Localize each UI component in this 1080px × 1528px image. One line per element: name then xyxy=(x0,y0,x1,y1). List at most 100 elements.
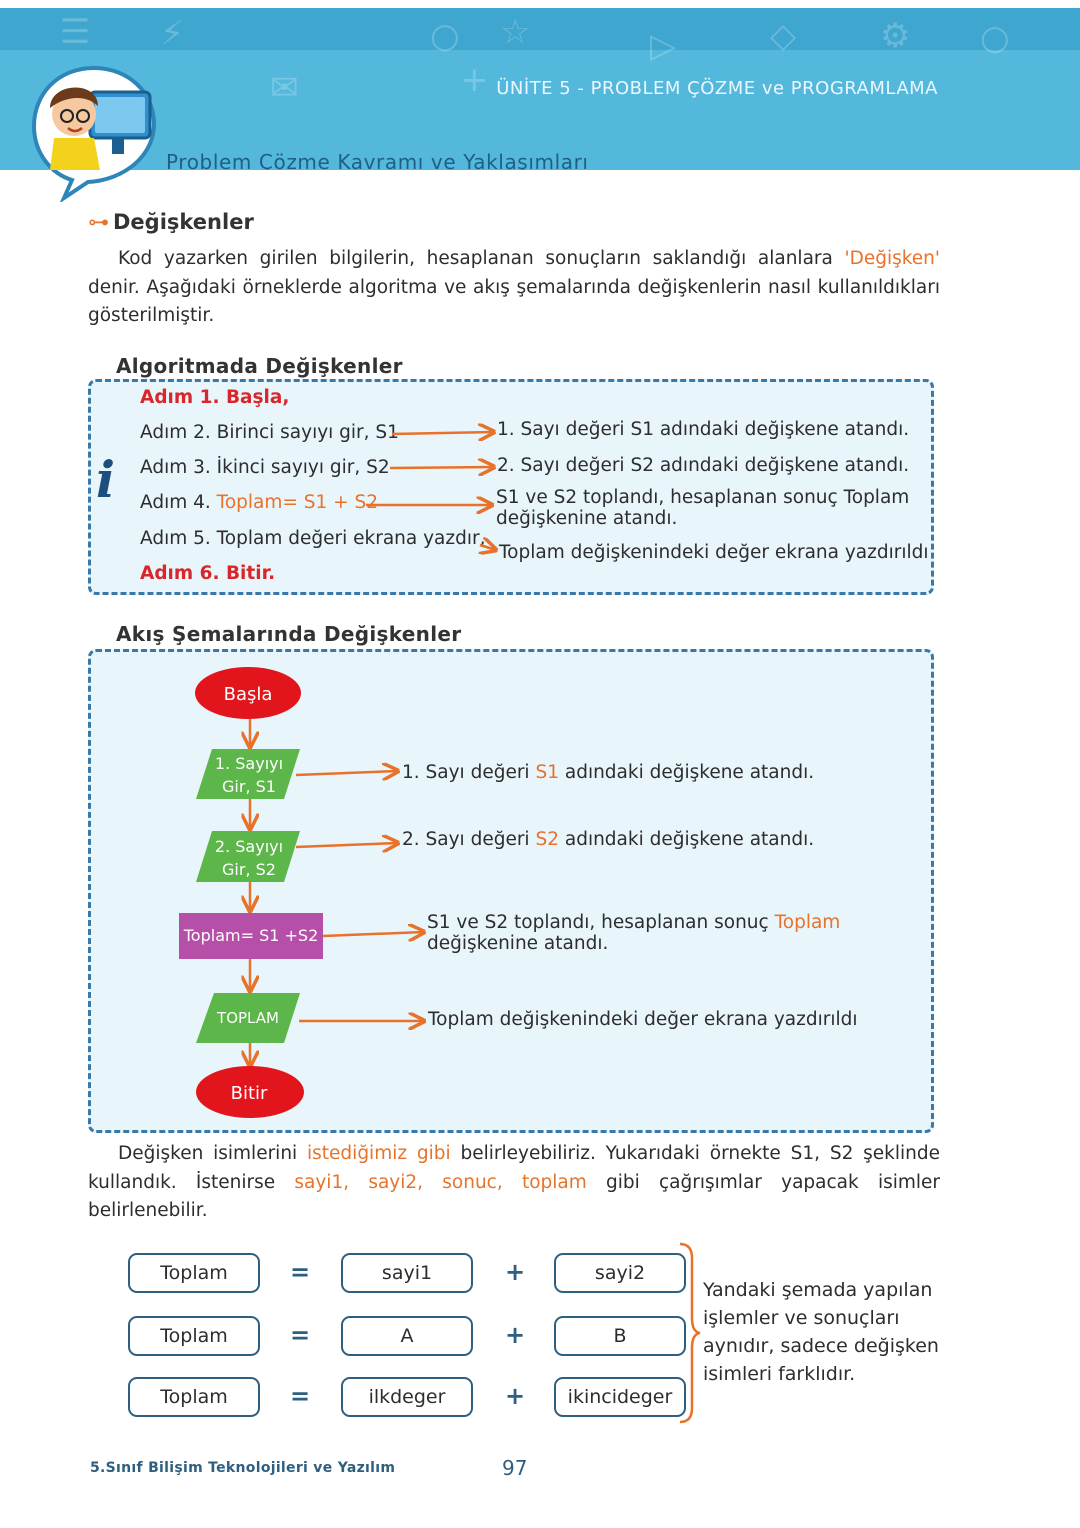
algo-step-2: Adım 2. Birinci sayıyı gir, S1 xyxy=(140,422,399,443)
flow-input-2 xyxy=(196,831,300,882)
flow-desc-1: 1. Sayı değeri S1 adındaki değişkene ata… xyxy=(402,762,814,783)
intro-paragraph: Kod yazarken girilen bilgilerin, hesapla… xyxy=(88,245,940,331)
eq-row-3-left: Toplam xyxy=(128,1377,260,1417)
algo-step-5: Adım 5. Toplam değeri ekrana yazdır, xyxy=(140,528,486,549)
flow-input-1-line-2: Gir, S1 xyxy=(222,777,276,796)
naming-paragraph: Değişken isimlerini istediğimiz gibi bel… xyxy=(88,1140,940,1226)
eq-row-1-a: sayi1 xyxy=(341,1253,473,1293)
side-note: Yandaki şemada yapılan işlemler ve sonuç… xyxy=(703,1279,939,1385)
flow-desc-1-b: adındaki değişkene atandı. xyxy=(558,762,815,783)
algo-step-4-prefix: Adım 4. xyxy=(140,492,217,513)
flow-process xyxy=(179,913,323,959)
eq-row-2-left: Toplam xyxy=(128,1316,260,1356)
naming-text-2: belirleyebiliriz. Yukarıdaki örnekte S1,… xyxy=(88,1143,941,1193)
flow-input-2-line-1: 2. Sayıyı xyxy=(215,837,283,856)
eq-row-3-equals: = xyxy=(290,1382,311,1410)
flow-input-1 xyxy=(196,749,300,799)
section-title: Problem Çözme Kavramı ve Yaklaşımları xyxy=(166,150,589,170)
eq-row-1-left: Toplam xyxy=(128,1253,260,1293)
flow-output xyxy=(196,993,300,1043)
flow-end-terminal xyxy=(196,1066,304,1118)
eq-row-1-plus: + xyxy=(505,1258,526,1286)
algorithm-arrows xyxy=(366,0,1080,620)
eq-row-2-a: A xyxy=(341,1316,473,1356)
circle-icon: ○ xyxy=(430,16,460,56)
flowchart-diagram: Başla 1. Sayıyı Gir, S1 2. Sayıyı Gir, S… xyxy=(179,667,1080,1118)
algo-desc-4-line-1: S1 ve S2 toplandı, hesaplanan sonuç Topl… xyxy=(496,487,910,508)
algo-arrow-5 xyxy=(480,545,496,550)
flow-desc-2-var: S2 xyxy=(535,829,559,850)
flow-arrow-3 xyxy=(322,932,424,936)
algo-desc-4: S1 ve S2 toplandı, hesaplanan sonuç Topl… xyxy=(496,487,909,529)
flow-arrow-1 xyxy=(295,771,398,775)
gear-icon: ⚙ xyxy=(880,16,911,56)
bag-icon: ◇ xyxy=(770,16,797,56)
intro-text-1: Kod yazarken girilen bilgilerin, hesapla… xyxy=(118,248,845,269)
flow-desc-2-b: adındaki değişkene atandı. xyxy=(558,829,815,850)
naming-text-1: Değişken isimlerini xyxy=(118,1143,308,1164)
flow-input-1-line-1: 1. Sayıyı xyxy=(215,754,283,773)
flowchart-title: Akış Şemalarında Değişkenler xyxy=(116,622,462,646)
play-icon: ▷ xyxy=(650,26,677,66)
algo-arrow-3 xyxy=(389,467,494,468)
flow-desc-3-a: S1 ve S2 toplandı, hesaplanan sonuç xyxy=(427,912,775,933)
flowchart-box xyxy=(88,649,934,1133)
header-top-strip xyxy=(0,8,1080,50)
intro-highlight: 'Değişken' xyxy=(844,248,940,269)
menu-icon: ☰ xyxy=(60,12,91,52)
intro-text-2: denir. Aşağıdaki örneklerde algoritma ve… xyxy=(88,276,940,327)
flow-desc-3: S1 ve S2 toplandı, hesaplanan sonuç Topl… xyxy=(427,912,840,954)
flow-process-label: Toplam= S1 +S2 xyxy=(183,926,319,945)
algo-desc-3: 2. Sayı değeri S2 adındaki değişkene ata… xyxy=(497,455,910,476)
lightning-icon: ⚡ xyxy=(160,14,184,54)
flow-output-label: TOPLAM xyxy=(216,1009,279,1027)
algorithm-title: Algoritmada Değişkenler xyxy=(116,354,403,378)
algo-step-4-formula: Toplam= S1 + S2 xyxy=(216,492,379,513)
algo-desc-2: 1. Sayı değeri S1 adındaki değişkene ata… xyxy=(497,419,910,440)
flow-start-terminal xyxy=(195,667,301,719)
eq-row-2-plus: + xyxy=(505,1321,526,1349)
algo-step-6: Adım 6. Bitir. xyxy=(140,563,276,584)
eq-row-2-equals: = xyxy=(290,1321,311,1349)
circle-icon: ○ xyxy=(980,18,1010,58)
algo-desc-4-line-2: değişkenine atandı. xyxy=(496,508,678,529)
plus-icon: + xyxy=(460,60,489,100)
flow-desc-3-b: değişkenine atandı. xyxy=(427,933,609,954)
eq-row-1-b: sayi2 xyxy=(554,1253,686,1293)
flow-desc-3-var: Toplam xyxy=(774,912,841,933)
star-icon: ☆ xyxy=(500,12,531,52)
flow-desc-1-a: 1. Sayı değeri xyxy=(402,762,536,783)
flow-end-label: Bitir xyxy=(231,1083,268,1104)
algo-arrow-2 xyxy=(391,432,494,434)
naming-text-3: gibi çağrışımlar yapacak isimler belirle… xyxy=(88,1171,941,1222)
variables-heading-text: Değişkenler xyxy=(113,210,254,234)
unit-title: ÜNİTE 5 - PROBLEM ÇÖZME ve PROGRAMLAMA xyxy=(496,78,938,99)
flow-arrow-2 xyxy=(295,843,398,847)
info-icon: i xyxy=(96,450,115,509)
eq-row-3-a: ilkdeger xyxy=(341,1377,473,1417)
envelope-icon: ✉ xyxy=(270,68,299,108)
algo-step-1: Adım 1. Başla, xyxy=(140,387,290,408)
curly-brace xyxy=(679,1242,701,1424)
flow-desc-4: Toplam değişkenindeki değer ekrana yazdı… xyxy=(428,1009,858,1030)
eq-row-2-b: B xyxy=(554,1316,686,1356)
flow-desc-2: 2. Sayı değeri S2 adındaki değişkene ata… xyxy=(402,829,814,850)
algo-step-3: Adım 3. İkinci sayıyı gir, S2 xyxy=(140,457,390,478)
eq-row-3-plus: + xyxy=(505,1382,526,1410)
mascot-illustration xyxy=(31,65,157,202)
algo-step-4: Adım 4. Toplam= S1 + S2 xyxy=(140,492,378,513)
algo-desc-5: Toplam değişkenindeki değer ekrana yazdı… xyxy=(499,542,929,563)
page-number: 97 xyxy=(502,1456,528,1480)
naming-highlight-2: sayi1, sayi2, sonuc, toplam xyxy=(294,1171,587,1193)
eq-row-3-b: ikincideger xyxy=(554,1377,686,1417)
flow-start-label: Başla xyxy=(224,684,273,705)
header-band: ☰ ⚡ ○ ☆ ▷ ◇ ⚙ ○ + ✉ ÜNİTE 5 - PROBLEM ÇÖ… xyxy=(0,8,1080,170)
flow-input-2-line-2: Gir, S2 xyxy=(222,860,276,879)
flow-desc-1-var: S1 xyxy=(535,762,559,783)
variables-heading: ⊶Değişkenler xyxy=(88,210,254,234)
footer-book-title: 5.Sınıf Bilişim Teknolojileri ve Yazılım xyxy=(90,1460,396,1476)
glasses-icon: ⊶ xyxy=(88,210,109,234)
naming-highlight-1: istediğimiz gibi xyxy=(307,1143,451,1164)
algorithm-box xyxy=(88,379,934,595)
flow-desc-2-a: 2. Sayı değeri xyxy=(402,829,536,850)
